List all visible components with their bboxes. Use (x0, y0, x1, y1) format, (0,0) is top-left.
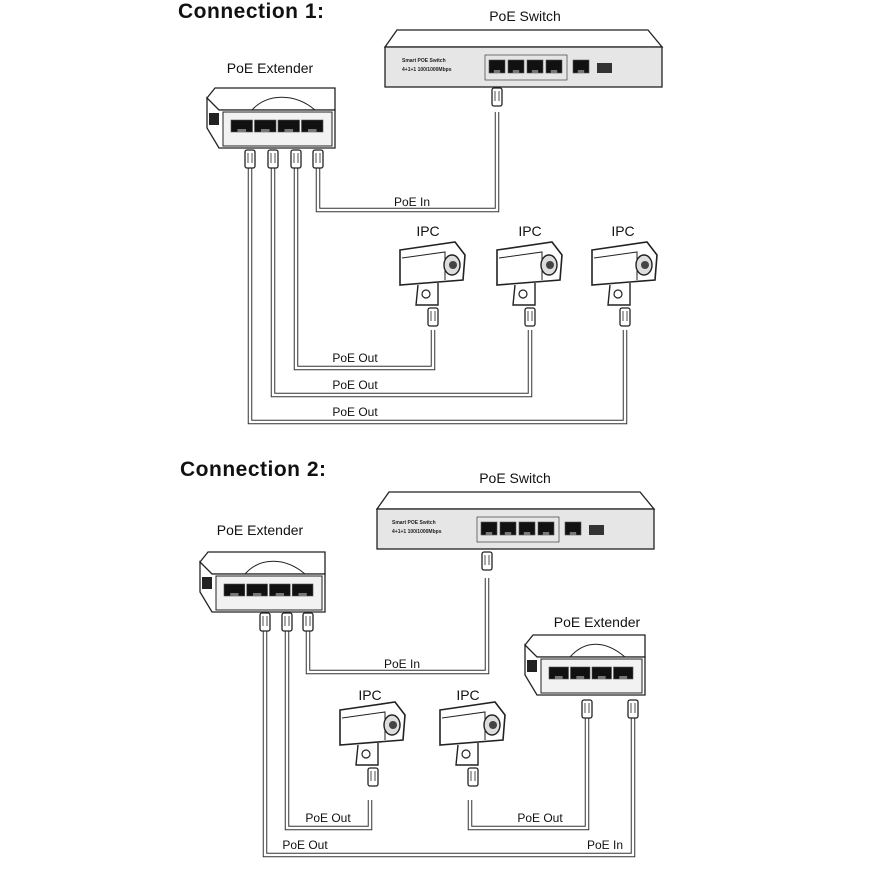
poe-in-label: PoE In (394, 195, 430, 209)
ip-camera-icon (591, 241, 658, 306)
connection-2-title: Connection 2: (180, 458, 327, 481)
switch-model: Smart POE Switch (392, 520, 436, 526)
ethernet-cable (284, 630, 373, 831)
poe-switch-icon (383, 29, 664, 88)
extender-label: PoE Extender (227, 60, 314, 76)
extender-label: PoE Extender (217, 522, 304, 538)
ethernet-cable (262, 630, 636, 858)
rj45-plug-icon (581, 699, 593, 719)
ethernet-cable (247, 168, 628, 425)
switch-spec: 4+1+1 100/1000Mbps (392, 529, 442, 535)
poe-out-label: PoE Out (332, 351, 378, 365)
camera-label: IPC (611, 223, 634, 239)
poe-extender-icon (524, 634, 646, 696)
rj45-plug-icon (627, 699, 639, 719)
poe-out-label: PoE Out (332, 405, 378, 419)
rj45-plug-icon (267, 149, 279, 169)
connection-1-title: Connection 1: (178, 0, 325, 23)
poe-out-label: PoE Out (305, 811, 351, 825)
poe-switch-icon (375, 491, 656, 550)
poe-out-label: PoE Out (282, 838, 328, 852)
poe-extender-icon (206, 87, 336, 149)
cables (247, 112, 636, 858)
ip-camera-icon (439, 701, 506, 766)
ip-camera-icon (339, 701, 406, 766)
ethernet-cable (270, 168, 533, 398)
second-extender-label: PoE Extender (554, 614, 641, 630)
rj45-plug-icon (467, 767, 479, 787)
camera-label: IPC (358, 687, 381, 703)
poe-out-label: PoE Out (332, 378, 378, 392)
second-poe-in-label: PoE In (587, 838, 623, 852)
ethernet-cable (305, 578, 490, 675)
ip-camera-icon (496, 241, 563, 306)
switch-label: PoE Switch (489, 8, 561, 24)
poe-out-label: PoE Out (517, 811, 563, 825)
rj45-plug-icon (281, 612, 293, 632)
poe-extender-icon (199, 551, 326, 613)
rj45-plug-icon (367, 767, 379, 787)
rj45-plug-icon (427, 307, 439, 327)
switch-spec: 4+1+1 100/1000Mbps (402, 67, 452, 73)
camera-label: IPC (456, 687, 479, 703)
rj45-plug-icon (619, 307, 631, 327)
ethernet-cable (293, 168, 436, 371)
rj45-plug-icon (259, 612, 271, 632)
rj45-plug-icon (481, 551, 493, 571)
ethernet-cable (315, 112, 500, 213)
ip-camera-icon (399, 241, 466, 306)
rj45-plug-icon (312, 149, 324, 169)
rj45-plug-icon (290, 149, 302, 169)
rj45-plug-icon (244, 149, 256, 169)
camera-label: IPC (518, 223, 541, 239)
poe-in-label: PoE In (384, 657, 420, 671)
devices (199, 29, 664, 787)
ethernet-cable (467, 718, 590, 831)
rj45-plug-icon (491, 87, 503, 107)
camera-label: IPC (416, 223, 439, 239)
rj45-plug-icon (302, 612, 314, 632)
switch-label: PoE Switch (479, 470, 551, 486)
switch-model: Smart POE Switch (402, 58, 446, 64)
rj45-plug-icon (524, 307, 536, 327)
